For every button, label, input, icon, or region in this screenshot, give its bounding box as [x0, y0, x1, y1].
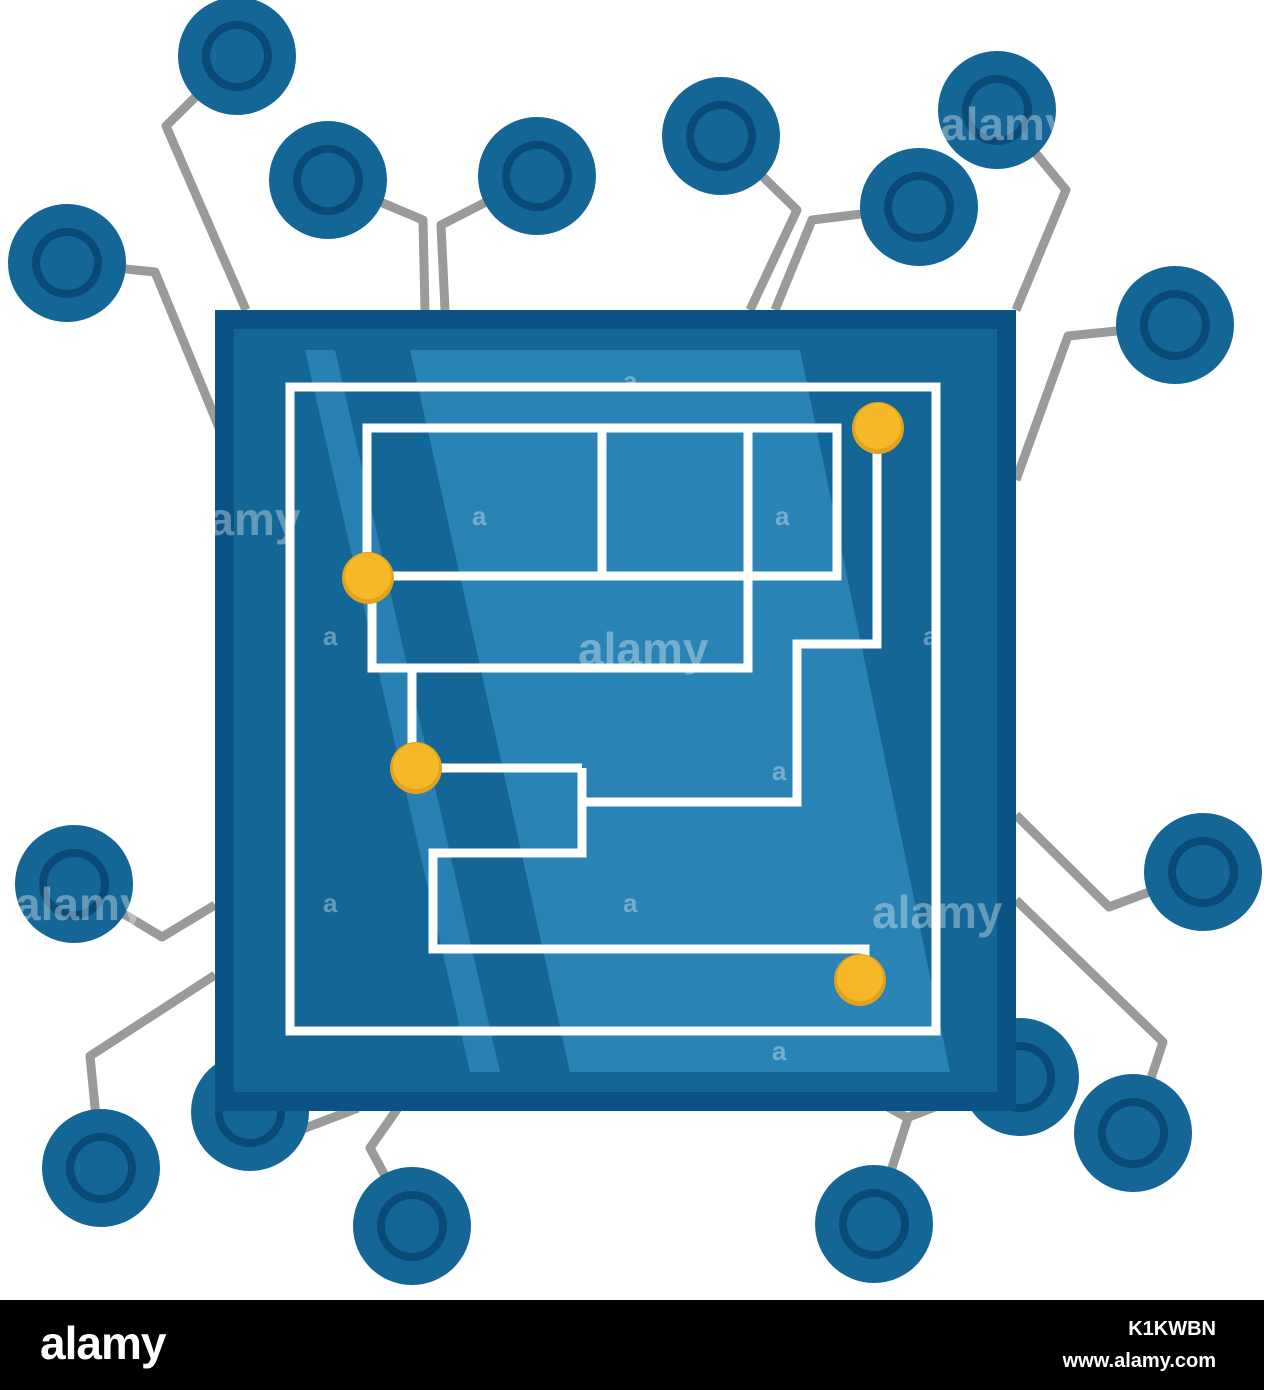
solder-pad-icon [390, 742, 442, 794]
connector-node-icon [860, 148, 978, 266]
watermark-text: alamy [15, 878, 146, 930]
solder-pad-icon [342, 552, 394, 604]
stock-footer-bar: alamy K1KWBN www.alamy.com [0, 1300, 1264, 1390]
watermark: alamy alamy alamy alamy alamy a a a a a … [15, 98, 1071, 1066]
watermark-mark: a [323, 888, 338, 918]
connector-node-icon [269, 121, 387, 239]
connector-node-icon [662, 77, 780, 195]
circuit-chip-icon [215, 310, 1016, 1111]
solder-pad-icon [852, 402, 904, 454]
footer-url-link[interactable]: www.alamy.com [1062, 1350, 1216, 1372]
watermark-mark: a [623, 888, 638, 918]
circuit-traces [285, 382, 941, 1036]
watermark-mark: a [772, 1036, 787, 1066]
chip-highlight [410, 350, 950, 1072]
connector-node-icon [938, 51, 1056, 169]
watermark-mark: a [775, 501, 790, 531]
solder-pads [342, 402, 904, 1006]
connector-node-icon [8, 204, 126, 322]
connector-node-icon [178, 0, 296, 115]
watermark-mark: a [923, 621, 938, 651]
watermark-text: alamy [578, 623, 709, 675]
watermark-text: alamy [170, 493, 301, 545]
connector-nodes [8, 0, 1262, 1285]
connector-node-icon [815, 1165, 933, 1283]
watermark-text: alamy [940, 98, 1071, 150]
watermark-mark: a [772, 756, 787, 786]
watermark-mark: a [323, 621, 338, 651]
chip-illustration: alamy alamy alamy alamy alamy a a a a a … [8, 0, 1262, 1285]
footer-logo[interactable]: alamy [40, 1317, 166, 1369]
connector-node-icon [478, 117, 596, 235]
connector-node-icon [1116, 266, 1234, 384]
connector-node-icon [1144, 813, 1262, 931]
connector-node-icon [42, 1109, 160, 1227]
connector-node-icon [15, 825, 133, 943]
image-id-label: K1KWBN [1128, 1318, 1216, 1340]
solder-pad-icon [834, 954, 886, 1006]
connector-node-icon [1074, 1074, 1192, 1192]
watermark-mark: a [623, 366, 638, 396]
chip-highlight [305, 350, 500, 1072]
watermark-text: alamy [872, 886, 1003, 938]
connector-node-icon [353, 1167, 471, 1285]
watermark-mark: a [472, 501, 487, 531]
